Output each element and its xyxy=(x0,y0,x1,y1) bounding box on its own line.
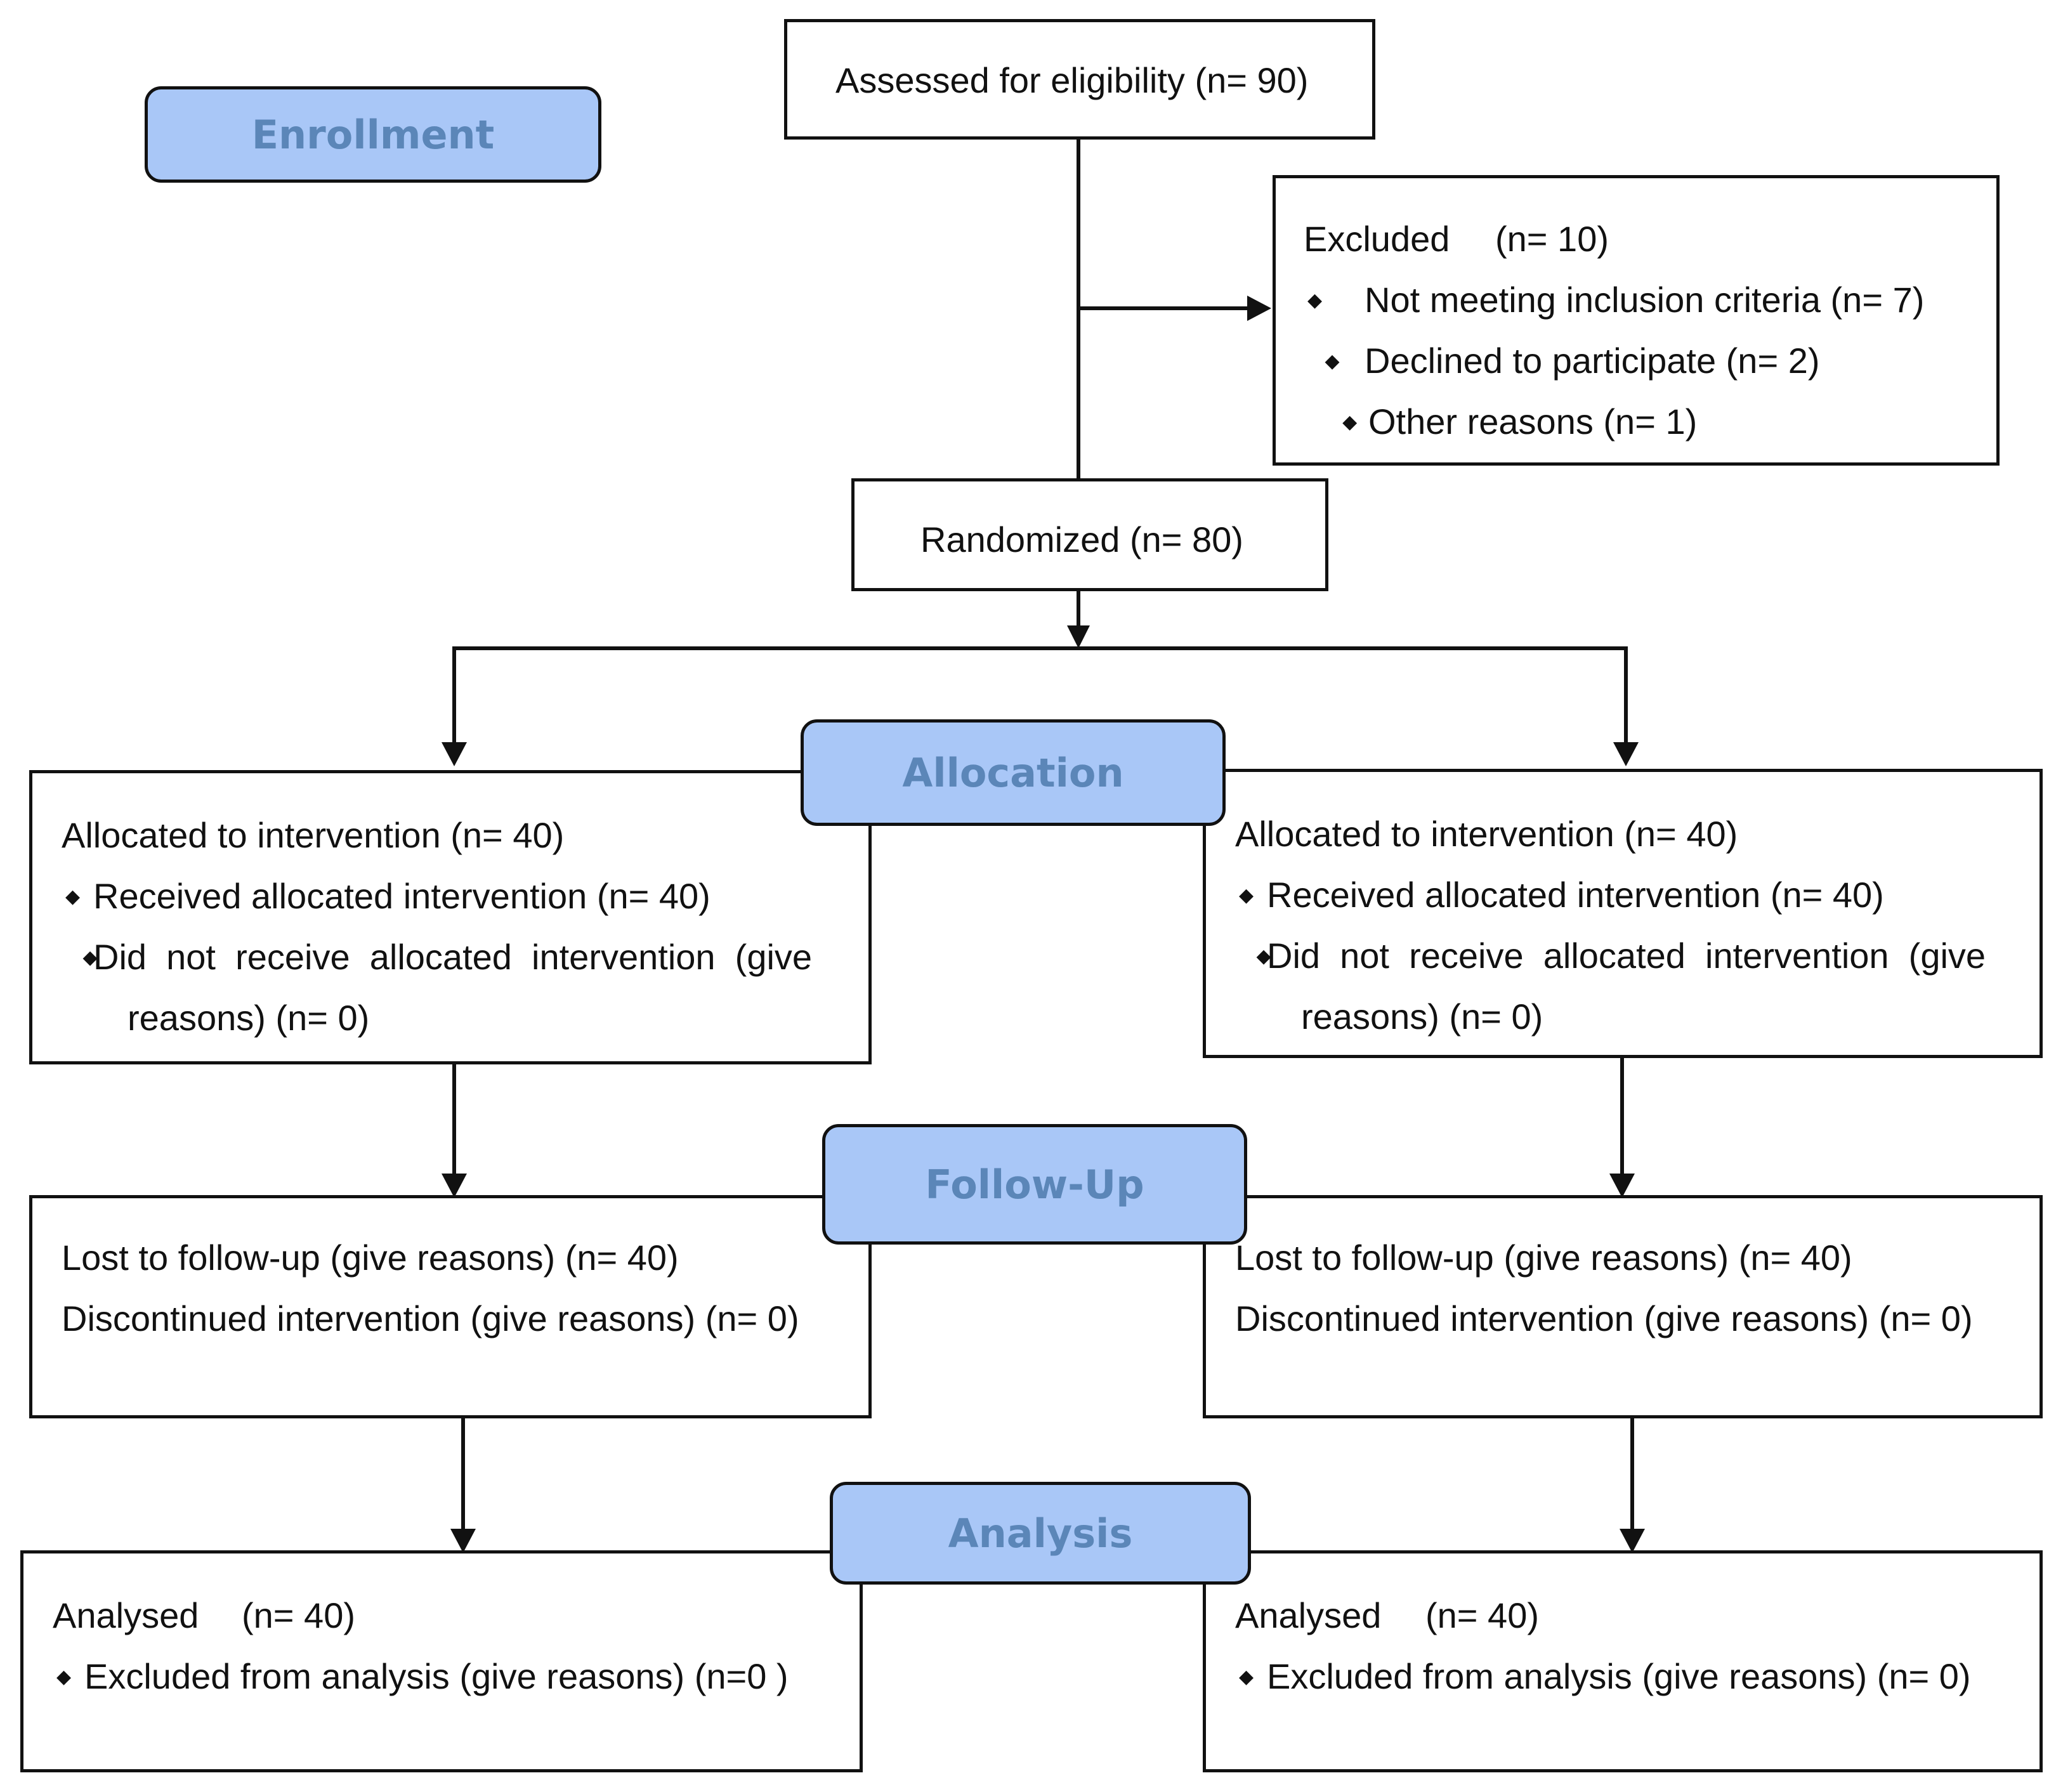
stage-followup: Follow-Up xyxy=(822,1124,1247,1245)
allocation-left-box: Allocated to intervention (n= 40) ◆ Rece… xyxy=(29,770,872,1064)
randomized-label: Randomized (n= 80) xyxy=(920,520,1243,559)
bullet-icon: ◆ xyxy=(1239,885,1254,906)
arrowhead-split xyxy=(1067,625,1090,648)
allocation-right-box: Allocated to intervention (n= 40) ◆ Rece… xyxy=(1203,769,2043,1058)
analysis-left-title: Analysed xyxy=(53,1595,199,1635)
bullet-icon: ◆ xyxy=(82,947,98,968)
followup-left-box: Lost to follow-up (give reasons) (n= 40)… xyxy=(29,1195,872,1418)
assessed-box: Assessed for eligibility (n= 90) xyxy=(784,19,1375,140)
stage-allocation-label: Allocation xyxy=(902,749,1124,796)
excluded-count: (n= 10) xyxy=(1495,219,1609,259)
arrowhead-followup-right xyxy=(1609,1174,1635,1198)
bullet-icon: ◆ xyxy=(1307,290,1323,311)
allocation-right-not-received: Did not receive allocated intervention (… xyxy=(1267,936,1986,976)
bullet-icon: ◆ xyxy=(1325,351,1340,372)
allocation-left-received: Received allocated intervention (n= 40) xyxy=(93,876,710,916)
analysis-right-count: (n= 40) xyxy=(1425,1595,1539,1635)
arrowhead-analysis-left xyxy=(450,1529,476,1553)
stage-enrollment-label: Enrollment xyxy=(251,111,495,158)
bullet-icon: ◆ xyxy=(56,1666,72,1687)
excluded-item: Declined to participate (n= 2) xyxy=(1365,341,1820,381)
analysis-left-excluded: Excluded from analysis (give reasons) (n… xyxy=(84,1656,789,1696)
analysis-right-excluded: Excluded from analysis (give reasons) (n… xyxy=(1267,1656,1971,1696)
excluded-item: Not meeting inclusion criteria (n= 7) xyxy=(1365,280,1925,320)
followup-left-lost: Lost to follow-up (give reasons) (n= 40) xyxy=(62,1238,679,1278)
bullet-icon: ◆ xyxy=(1239,1666,1254,1687)
bullet-icon: ◆ xyxy=(1256,946,1271,967)
excluded-item: Other reasons (n= 1) xyxy=(1368,402,1698,441)
stage-analysis-label: Analysis xyxy=(948,1510,1133,1557)
analysis-left-count: (n= 40) xyxy=(242,1595,355,1635)
analysis-right-box: Analysed (n= 40) ◆ Excluded from analysi… xyxy=(1203,1550,2043,1772)
allocation-right-not-received-cont: reasons) (n= 0) xyxy=(1301,997,1543,1037)
allocation-left-not-received: Did not receive allocated intervention (… xyxy=(93,937,813,977)
arrowhead-alloc-right xyxy=(1613,742,1639,766)
assessed-label: Assessed for eligibility (n= 90) xyxy=(835,60,1309,100)
followup-right-box: Lost to follow-up (give reasons) (n= 40)… xyxy=(1203,1195,2043,1418)
arrowhead-analysis-right xyxy=(1620,1529,1645,1553)
stage-followup-label: Follow-Up xyxy=(925,1161,1144,1208)
analysis-left-box: Analysed (n= 40) ◆ Excluded from analysi… xyxy=(20,1550,863,1772)
excluded-title: Excluded xyxy=(1304,219,1450,259)
randomized-box: Randomized (n= 80) xyxy=(851,478,1328,591)
followup-right-lost: Lost to follow-up (give reasons) (n= 40) xyxy=(1235,1238,1852,1278)
arrowhead-alloc-left xyxy=(442,742,467,766)
bullet-icon: ◆ xyxy=(65,886,81,907)
allocation-right-title: Allocated to intervention (n= 40) xyxy=(1235,814,1738,854)
arrowhead-followup-left xyxy=(442,1174,467,1198)
allocation-left-not-received-cont: reasons) (n= 0) xyxy=(128,998,370,1038)
allocation-right-received: Received allocated intervention (n= 40) xyxy=(1267,875,1884,915)
excluded-box: Excluded (n= 10) ◆ Not meeting inclusion… xyxy=(1273,175,2000,466)
arrowhead-excluded xyxy=(1247,296,1271,321)
followup-left-discontinued: Discontinued intervention (give reasons)… xyxy=(62,1298,799,1338)
stage-analysis: Analysis xyxy=(830,1482,1251,1585)
followup-right-discontinued: Discontinued intervention (give reasons)… xyxy=(1235,1298,1973,1338)
allocation-left-title: Allocated to intervention (n= 40) xyxy=(62,815,565,855)
analysis-right-title: Analysed xyxy=(1235,1595,1382,1635)
bullet-icon: ◆ xyxy=(1342,412,1358,433)
stage-allocation: Allocation xyxy=(801,719,1226,826)
stage-enrollment: Enrollment xyxy=(145,86,601,183)
